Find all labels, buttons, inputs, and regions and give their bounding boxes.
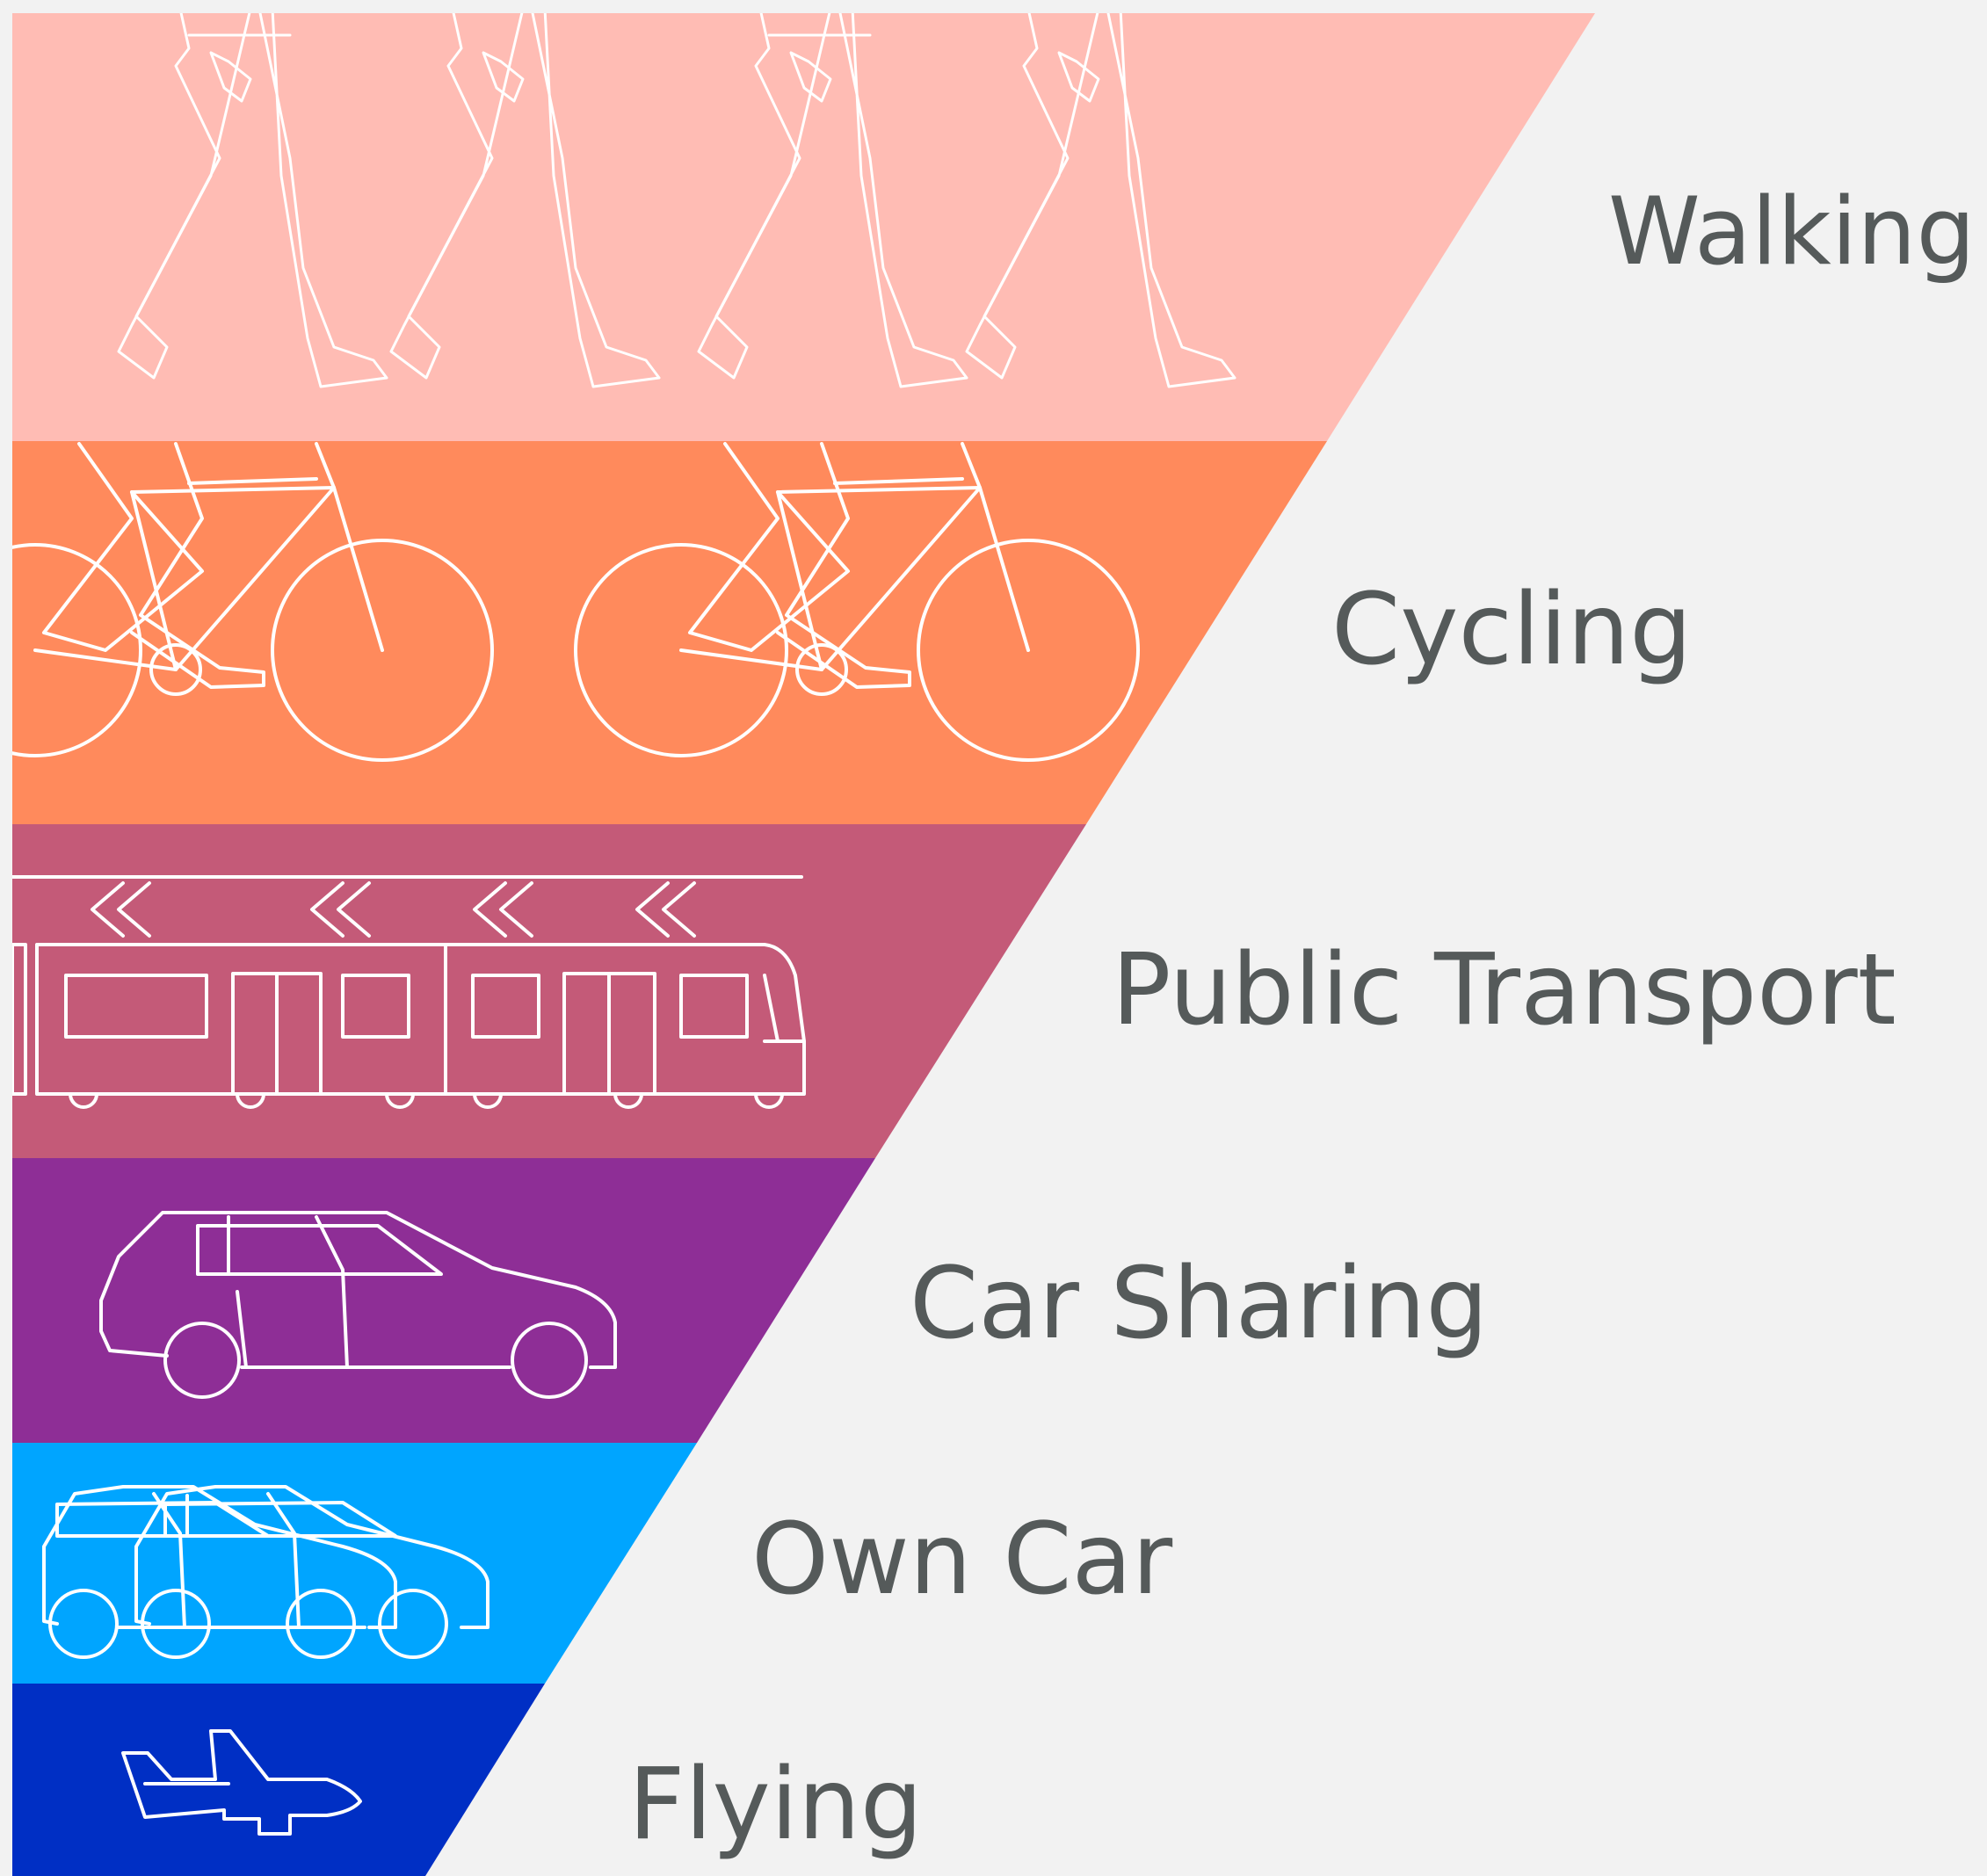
walking-people-icon <box>117 13 1236 388</box>
band-walking <box>12 13 1595 441</box>
label-flying: Flying <box>628 1748 923 1862</box>
band-public-transport <box>12 824 1086 1158</box>
bicycle-icon <box>12 442 1140 762</box>
label-walking: Walking <box>1608 177 1976 286</box>
layer-public-transport: Public Transport <box>12 824 1896 1158</box>
airplane-icon <box>121 1729 362 1836</box>
layer-cycling: Cycling <box>12 441 1692 824</box>
car-icon <box>99 1211 617 1399</box>
label-own-car: Own Car <box>751 1503 1173 1617</box>
layer-car-sharing: Car Sharing <box>12 1158 1488 1443</box>
label-car-sharing: Car Sharing <box>910 1247 1488 1361</box>
layer-own-car: Own Car <box>12 1443 1173 1684</box>
layer-walking: Walking <box>12 13 1976 441</box>
layer-flying: Flying <box>12 1684 923 1876</box>
label-cycling: Cycling <box>1331 573 1692 687</box>
cars-icon <box>42 1485 489 1659</box>
tram-icon <box>12 875 806 1109</box>
label-public-transport: Public Transport <box>1112 933 1896 1047</box>
band-cycling <box>12 441 1327 824</box>
